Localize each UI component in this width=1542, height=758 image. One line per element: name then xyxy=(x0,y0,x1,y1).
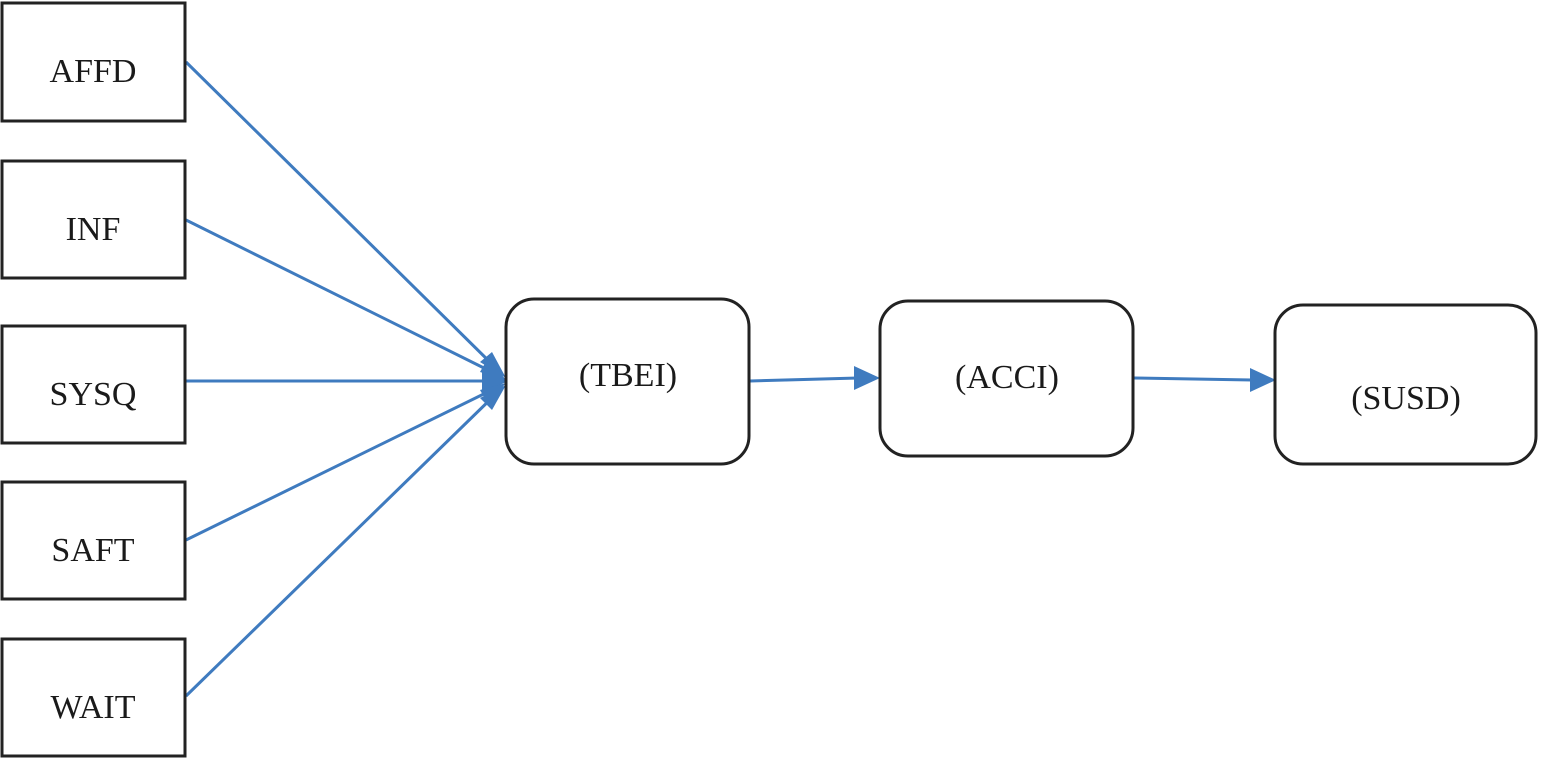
arrow-wait-to-tbei xyxy=(184,388,502,698)
arrow-acci-to-susd xyxy=(1133,376,1253,382)
arrow-tbei-to-acci xyxy=(749,376,859,383)
arrowhead-acci xyxy=(854,366,880,390)
input-nodes xyxy=(0,1,187,758)
node-acci-box xyxy=(878,299,1135,458)
node-saft-label: SAFT xyxy=(51,532,134,569)
node-affd-box xyxy=(0,1,187,123)
arrow-saft-to-tbei xyxy=(185,384,501,542)
arrow-inf-to-tbei xyxy=(185,218,501,378)
node-susd-label: (SUSD) xyxy=(1351,380,1461,417)
process-nodes xyxy=(504,297,1538,466)
node-susd-box xyxy=(1273,303,1538,466)
arrowheads xyxy=(480,352,1276,410)
arrowhead-sysq xyxy=(482,368,508,394)
node-sysq-box xyxy=(0,324,187,445)
node-acci-label: (ACCI) xyxy=(955,359,1059,396)
arrowhead-inf xyxy=(480,358,506,380)
arrowhead-wait xyxy=(480,385,506,410)
node-wait-label: WAIT xyxy=(51,689,136,726)
node-inf-label: INF xyxy=(66,211,121,248)
node-tbei-label: (TBEI) xyxy=(579,357,677,394)
node-tbei-box xyxy=(504,297,751,466)
node-affd-label: AFFD xyxy=(50,53,137,90)
arrowhead-susd xyxy=(1250,368,1276,392)
node-sysq-label: SYSQ xyxy=(50,376,137,413)
node-saft-box xyxy=(0,480,187,601)
connectors xyxy=(184,60,1253,698)
node-labels: AFFD INF SYSQ SAFT WAIT (TBEI) (ACCI) (S… xyxy=(50,53,1461,726)
node-wait-box xyxy=(0,637,187,758)
node-inf-box xyxy=(0,159,187,280)
arrow-affd-to-tbei xyxy=(184,60,502,374)
